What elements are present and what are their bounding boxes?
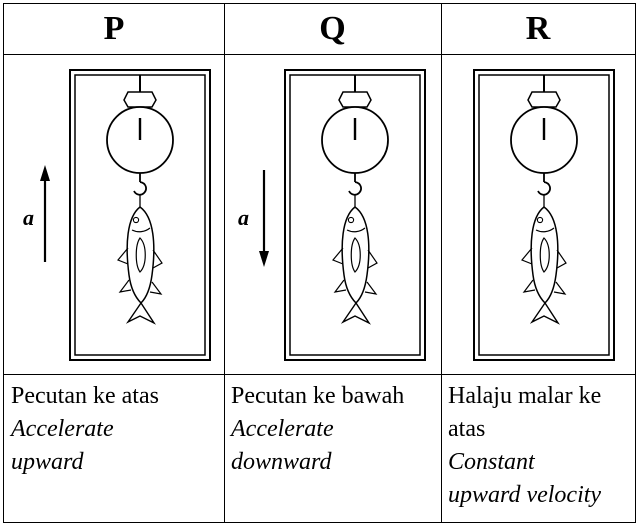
- acceleration-label-q: a: [238, 205, 249, 230]
- caption-q-english-line-2: downward: [231, 449, 332, 475]
- caption-divider: [4, 374, 635, 375]
- caption-q-malay: Pecutan ke bawah: [231, 383, 405, 409]
- lift-q: [283, 68, 427, 362]
- arrowhead-down: [259, 251, 269, 267]
- caption-p-malay: Pecutan ke atas: [11, 383, 159, 409]
- lift-p: [68, 68, 212, 362]
- caption-r-malay: Halaju malar ke atas: [448, 383, 602, 442]
- column-header-p: P: [103, 10, 125, 47]
- column-divider: [441, 4, 442, 522]
- caption-q: Pecutan ke bawah Accelerate downward: [224, 380, 414, 479]
- header-divider: [4, 54, 635, 55]
- caption-r-english-line-2: upward velocity: [448, 482, 602, 508]
- lift-r: [472, 68, 616, 362]
- arrowhead-up: [40, 165, 50, 181]
- caption-r: Halaju malar ke atas Constant upward vel…: [441, 380, 637, 512]
- caption-p-english-line-2: upward: [11, 449, 84, 475]
- column-header-q: Q: [319, 10, 346, 47]
- column-divider: [224, 4, 225, 522]
- caption-r-english-line-1: Constant: [448, 449, 535, 475]
- caption-p-english-line-1: Accelerate: [11, 416, 114, 442]
- caption-p: Pecutan ke atas Accelerate upward: [4, 380, 224, 479]
- acceleration-label-p: a: [23, 205, 34, 230]
- caption-q-english-line-1: Accelerate: [231, 416, 334, 442]
- diagram-table: P Q R Pecutan ke atas Accelerate upward …: [3, 3, 636, 523]
- column-header-r: R: [525, 10, 551, 47]
